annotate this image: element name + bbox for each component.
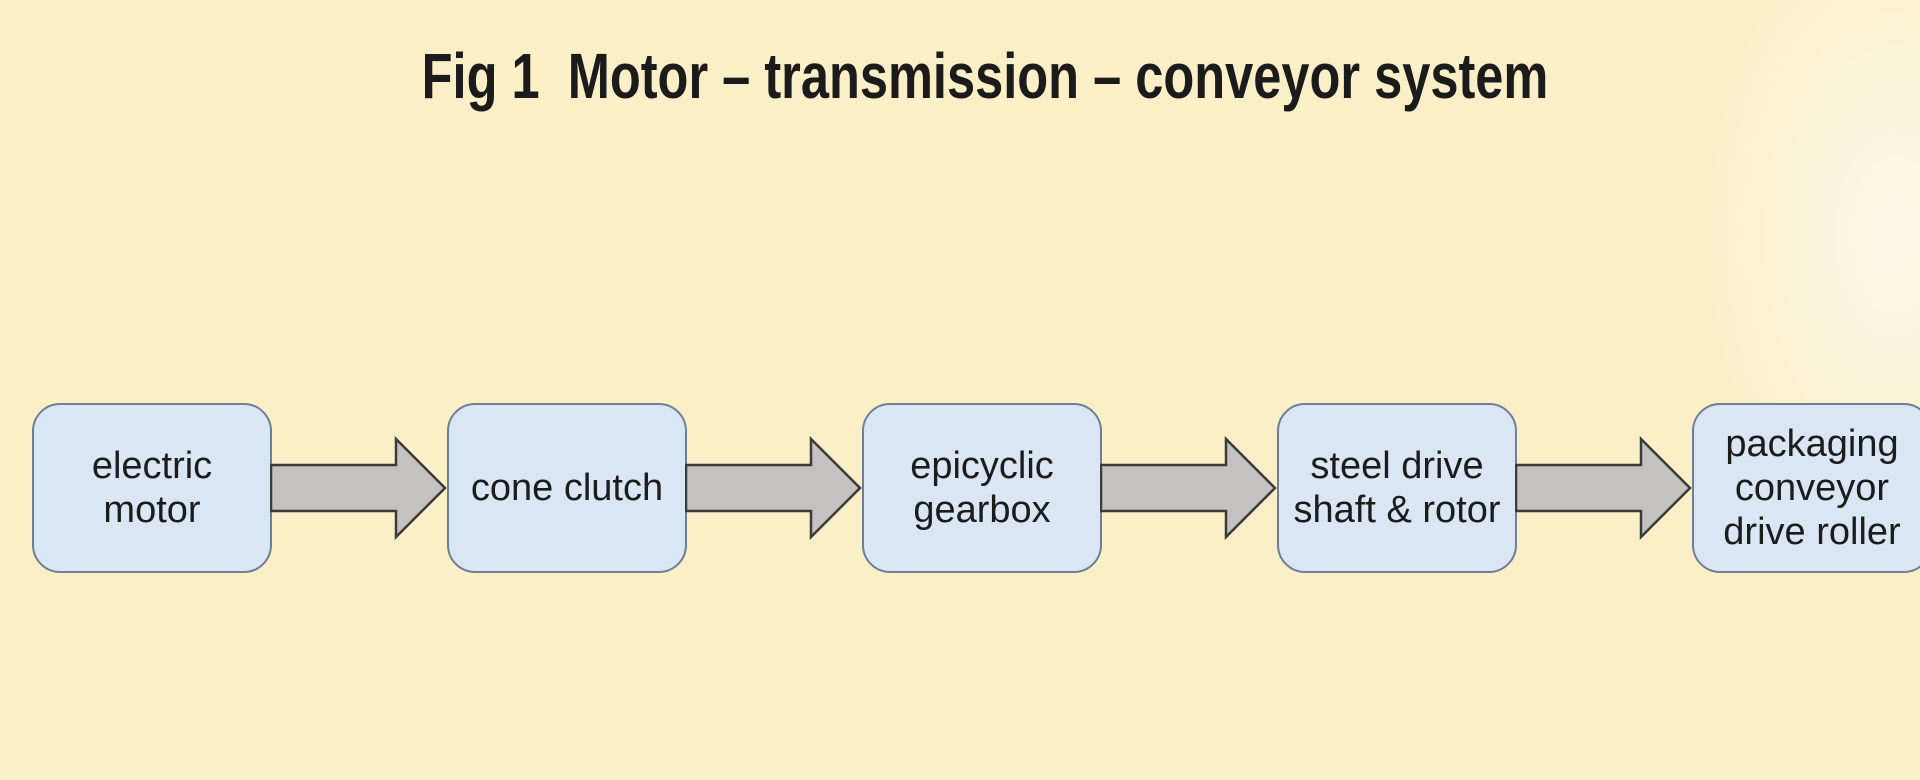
flow-box-epicyclic-gearbox: epicyclic gearbox <box>862 403 1102 573</box>
box-label-line: cone clutch <box>470 467 664 509</box>
flow-box-packaging-conveyor-drive-roller: packaging conveyor drive roller <box>1692 403 1920 573</box>
box-label-line: electric <box>91 445 213 487</box>
box-label-line: steel drive <box>1310 445 1484 487</box>
box-label-line: shaft & rotor <box>1293 489 1501 531</box>
box-label-line: drive roller <box>1723 511 1901 553</box>
flow-arrow-clutch-to-gearbox-icon <box>685 436 862 540</box>
box-label-line: conveyor <box>1734 467 1890 509</box>
box-label-line: epicyclic <box>910 445 1054 487</box>
figure-title: Fig 1 Motor – transmission – conveyor sy… <box>421 40 1549 112</box>
box-label-line: packaging <box>1725 423 1899 465</box>
box-label-line: gearbox <box>913 489 1051 531</box>
flow-box-electric-motor: electric motor <box>32 403 272 573</box>
flow-arrow-motor-to-clutch-icon <box>270 436 447 540</box>
box-label-line: motor <box>103 489 201 531</box>
flow-arrow-gearbox-to-shaft-icon <box>1100 436 1277 540</box>
flow-arrow-shaft-to-roller-icon <box>1515 436 1692 540</box>
flow-box-steel-drive-shaft-rotor: steel drive shaft & rotor <box>1277 403 1517 573</box>
flow-box-cone-clutch: cone clutch <box>447 403 687 573</box>
